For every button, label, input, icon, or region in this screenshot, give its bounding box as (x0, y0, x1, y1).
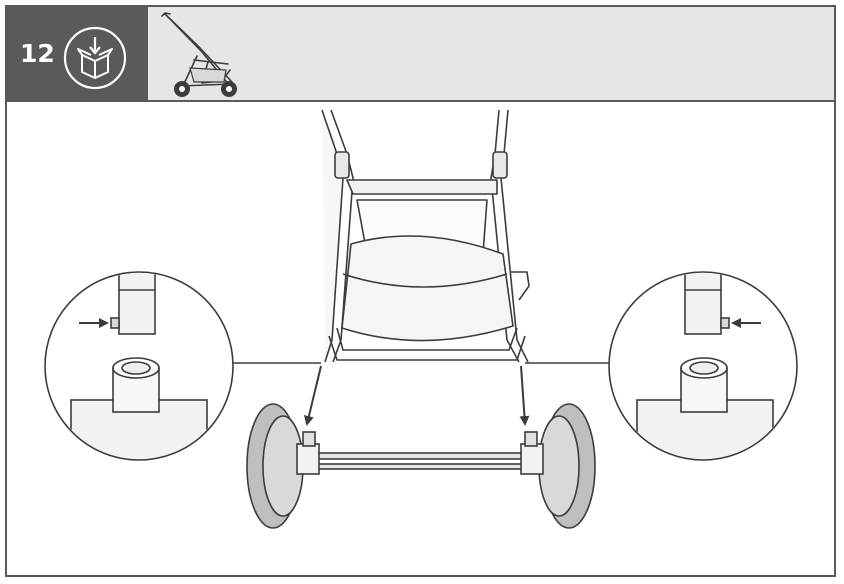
step-number: 12 (20, 39, 55, 68)
right-wheel-connector-detail (608, 271, 798, 461)
thumbnail-wheels (174, 81, 237, 97)
stroller-thumbnail (161, 12, 237, 97)
right-down-arrow (519, 365, 530, 426)
stroller-frame (321, 109, 530, 363)
assembly-illustration (44, 109, 798, 529)
left-wheel-connector-detail (44, 271, 234, 461)
wheel-axle-assembly (246, 403, 596, 529)
left-down-arrow (304, 365, 322, 426)
unbox-icon (63, 26, 127, 90)
